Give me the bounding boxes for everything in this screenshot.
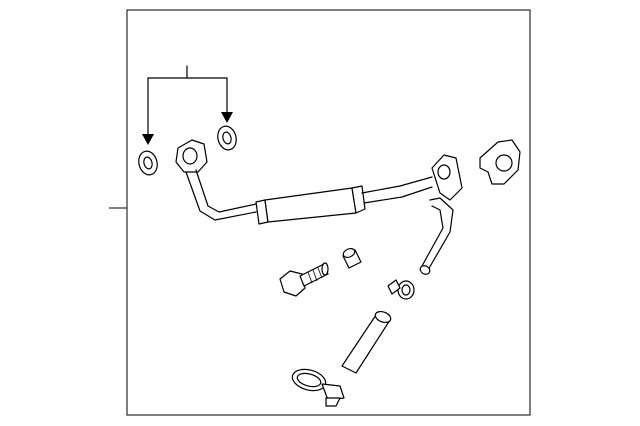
gasket — [479, 139, 521, 185]
sleeve — [342, 247, 362, 269]
washer-right — [217, 125, 237, 151]
bolt — [279, 262, 329, 297]
arrow-head-left — [142, 134, 154, 145]
hose-clamp-lower — [291, 368, 345, 407]
washer-callout-bracket — [142, 65, 233, 145]
arrow-head-right — [221, 112, 233, 123]
diagram-frame — [126, 9, 531, 416]
washer-left — [138, 150, 158, 176]
hose — [341, 310, 392, 374]
oil-feed-tube — [175, 139, 463, 275]
hose-clamp-upper — [387, 279, 415, 300]
